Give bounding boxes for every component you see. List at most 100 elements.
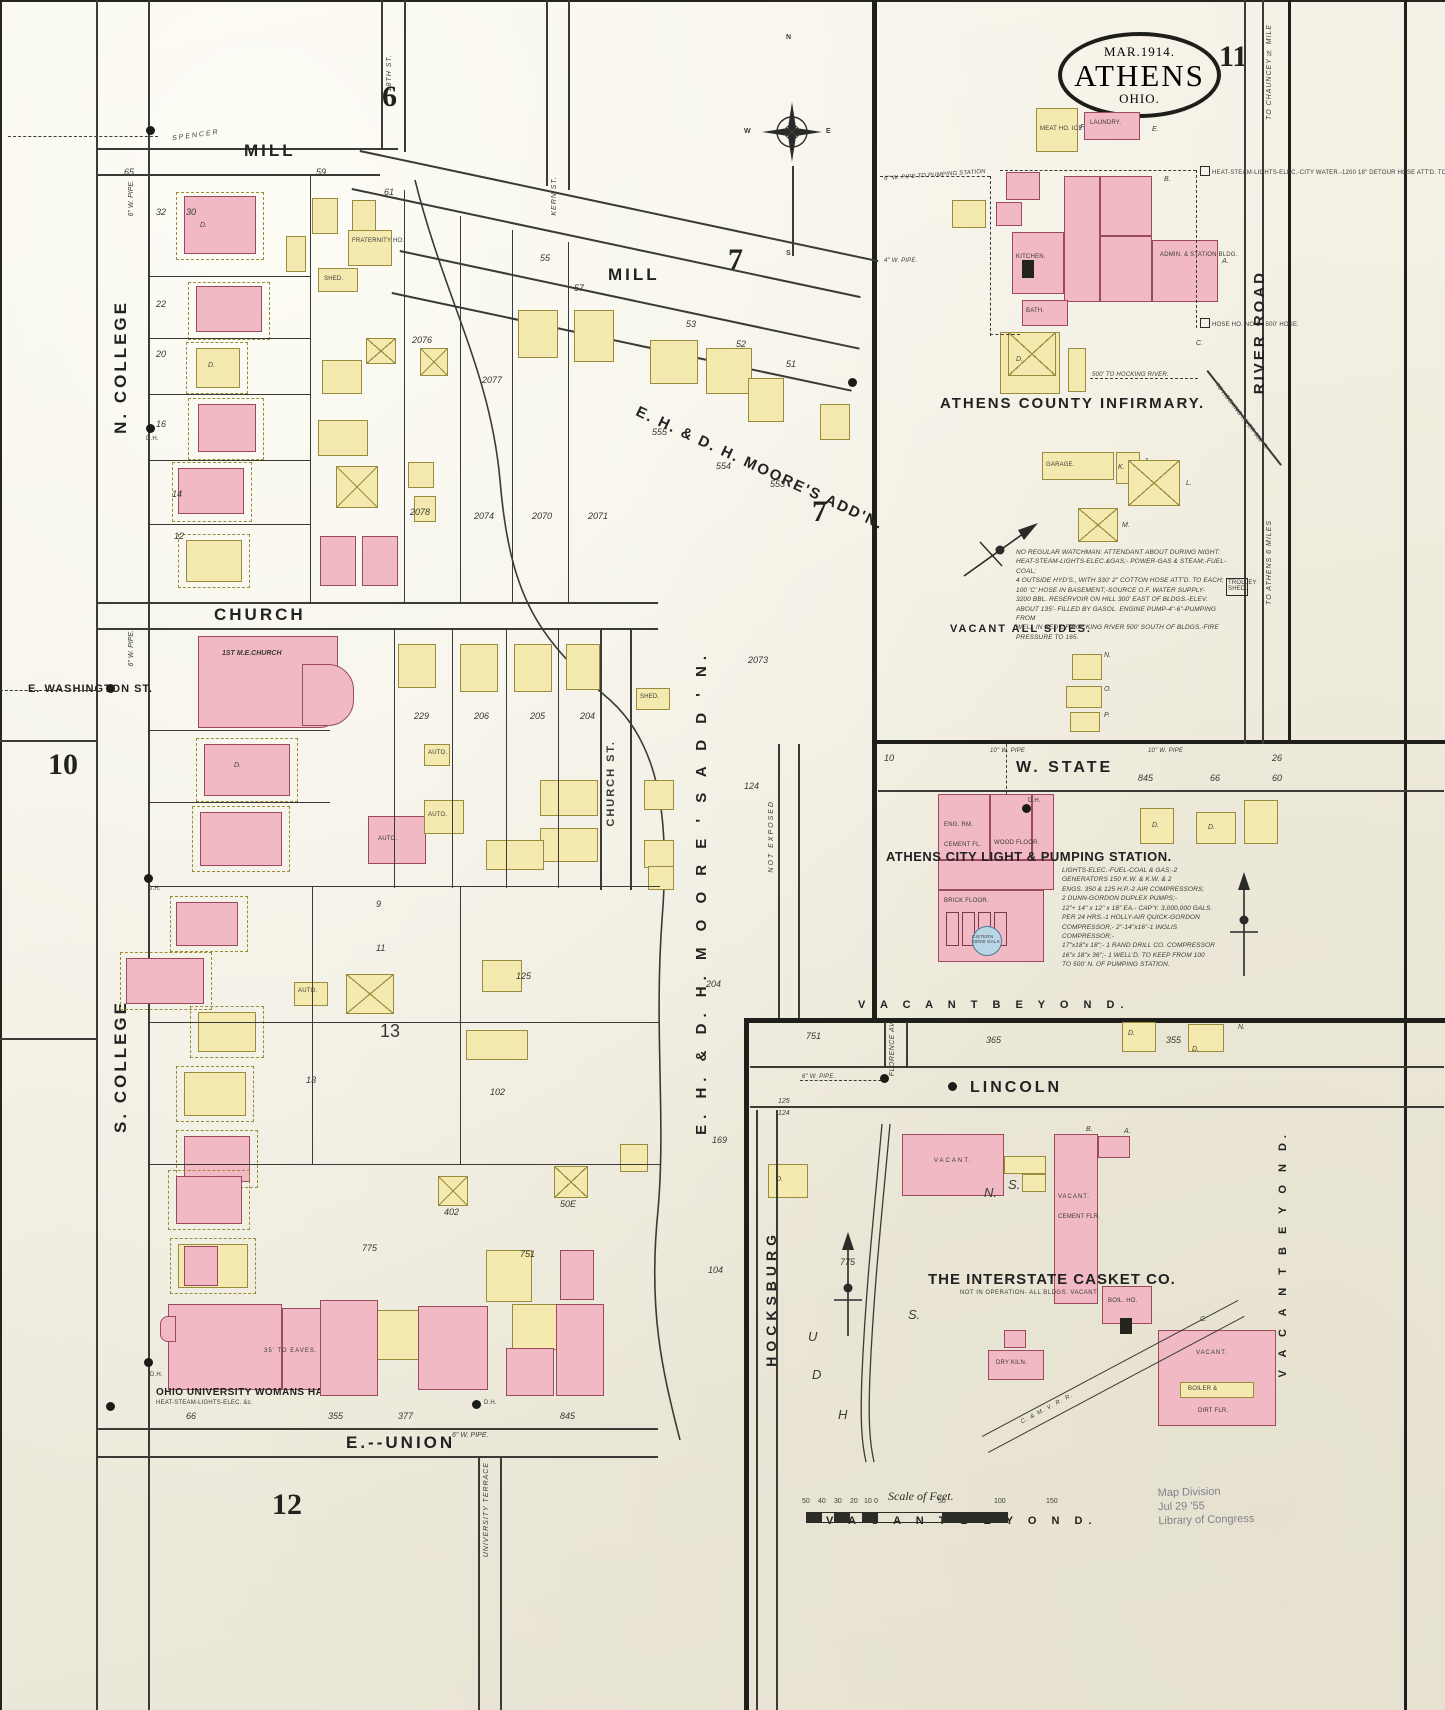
building-pink xyxy=(320,1300,378,1396)
sheet-number: 11 xyxy=(1219,40,1248,73)
building-kitchen xyxy=(1012,232,1064,294)
annotation-wpipe-college-n: 6" W. PIPE. xyxy=(128,180,135,217)
water-pipe-dash xyxy=(1090,378,1198,379)
label-admin-bldg: ADMIN. & STATION BLDG. xyxy=(1160,252,1238,258)
building-yellow xyxy=(952,200,986,228)
building-pink xyxy=(178,468,244,514)
hydrant-marker xyxy=(146,424,155,433)
building-church-apse xyxy=(302,664,354,726)
infirmary-north-arrow xyxy=(963,523,1038,577)
building-crossed xyxy=(420,348,448,376)
sheet10-divider xyxy=(0,740,98,742)
lot-number: 2070 xyxy=(532,511,553,521)
lot-number: 59 xyxy=(316,167,327,177)
scale-segment xyxy=(834,1512,850,1523)
annotation-6in-wpipe-pumping: 6" W. PIPE TO PUMPING STATION xyxy=(884,168,986,182)
label-power-house: BOIL. HO. xyxy=(1108,1298,1138,1304)
building-crossed xyxy=(346,974,394,1014)
label-athens-city-light-pumping-station: ATHENS CITY LIGHT & PUMPING STATION. xyxy=(886,849,1172,864)
water-pipe-dash xyxy=(800,1080,886,1081)
lot-line xyxy=(568,242,569,602)
building-outline xyxy=(168,1170,250,1230)
building-outline xyxy=(192,806,290,872)
label-interstate-casket-co: THE INTERSTATE CASKET CO. xyxy=(928,1271,1176,1288)
lot-line xyxy=(150,394,310,395)
building-pink xyxy=(196,286,262,332)
building-key-a2: A. xyxy=(1124,1128,1131,1135)
lot-number: 10 xyxy=(884,753,895,763)
sheet-border-top xyxy=(0,0,1445,2)
building-casket-yard-vacant xyxy=(1158,1330,1276,1426)
infirmary-note-line: 100 'C' HOSE IN BASEMENT;-SOURCE O.F. WA… xyxy=(1016,586,1206,594)
building-pink xyxy=(362,536,398,586)
panel-divider-vertical-lower xyxy=(744,1020,749,1710)
building-key-k: K. xyxy=(1118,464,1125,471)
hocksburg-lower-east xyxy=(776,1110,778,1710)
building-yellow xyxy=(1140,808,1174,844)
lot-line xyxy=(312,886,313,1164)
building-yellow xyxy=(486,1250,532,1302)
label-vacant: VACANT. xyxy=(934,1158,973,1164)
building-yellow xyxy=(644,840,674,868)
label-dh: D.H. xyxy=(146,436,159,442)
building-crossed-l xyxy=(1128,460,1180,506)
hydrant-marker xyxy=(1022,804,1031,813)
infirmary-note-line: WELL IN BED OF HOCKING RIVER 500' SOUTH … xyxy=(1016,624,1219,632)
scale-tick: 150 xyxy=(1046,1498,1058,1505)
lot-number: 102 xyxy=(490,1087,506,1097)
lot-number: 57 xyxy=(574,283,585,293)
building-yellow xyxy=(650,340,698,384)
label-dirt-flr: DIRT FLR. xyxy=(1198,1408,1229,1414)
building-infirmary-wing-west xyxy=(1064,176,1100,302)
lot-number: 9 xyxy=(376,899,382,909)
hocksburg-west-edge xyxy=(778,744,780,1018)
lot-number-365: 845 xyxy=(1138,773,1154,783)
building-key-o: O. xyxy=(1104,686,1112,693)
pumping-note-line: GENERATORS 150 K.W. & K.W. & 2 xyxy=(1062,876,1172,884)
building-label-fraternity: FRATERNITY HO. xyxy=(352,238,405,244)
lot-number-355: 66 xyxy=(1210,773,1221,783)
scale-tick: 40 xyxy=(818,1498,826,1505)
building-yellow xyxy=(1122,1022,1156,1052)
label-dry-kiln: DRY KILN. xyxy=(996,1360,1027,1366)
water-pipe-dash xyxy=(1000,170,1196,171)
river-road-east-edge xyxy=(1262,0,1264,744)
building-yellow xyxy=(482,960,522,992)
annotation-4in-wpipe: 500' TO HOCKING RIVER. xyxy=(1092,372,1169,378)
rail-spur-curve xyxy=(860,1124,891,1463)
scale-segment xyxy=(806,1512,822,1523)
lot-number: 206 xyxy=(474,711,490,721)
building-pink xyxy=(176,902,238,946)
lot-line xyxy=(150,524,310,525)
adjoining-sheet-6: 6 xyxy=(382,80,397,113)
pumping-note-line: 17"x18"x 18";- 1 RAND DRILL CO. COMPRESS… xyxy=(1062,942,1215,950)
building-yellow xyxy=(706,348,752,394)
building-crossed xyxy=(366,338,396,364)
infirmary-note-line: ABOUT 135'- FILLED BY GASOL. ENGINE PUMP… xyxy=(1016,605,1217,622)
building-womans-hall-west xyxy=(168,1304,282,1390)
label-eng-rm: ENG. RM. xyxy=(944,822,973,828)
label-auto: AUTO. xyxy=(378,836,398,842)
lot-number: 2076 xyxy=(412,335,433,345)
map-state: OHIO. xyxy=(1119,90,1160,106)
building-key-l: L. xyxy=(1186,480,1192,487)
scale-tick: 30 xyxy=(834,1498,842,1505)
panel-divider-vertical-main xyxy=(872,0,877,1020)
water-pipe-dash-v xyxy=(1196,170,1197,328)
street-label-e-washington: E. WASHINGTON ST. xyxy=(28,683,153,695)
street-college-east-edge xyxy=(148,0,150,1710)
lot-number-775: 365 xyxy=(986,1035,1002,1045)
hydrant-marker xyxy=(472,1400,481,1409)
lot-number: 52 xyxy=(736,339,747,349)
label-bath: BATH. xyxy=(1026,308,1045,314)
building-label-d: D. xyxy=(1152,822,1159,829)
annotation-hose-house-2: HOSE HO. NO 1 - 500' HOSE. xyxy=(1212,322,1300,328)
annotation-union-wpipe: 6" W. PIPE. xyxy=(452,1432,489,1439)
building-yellow xyxy=(322,360,362,394)
label-hud-u: U xyxy=(808,1329,818,1344)
label-ohio-university-womans-hall: OHIO UNIVERSITY WOMANS HALL. xyxy=(156,1387,340,1398)
building-key-n2: N. xyxy=(1238,1024,1245,1031)
street-spencer-dashed xyxy=(8,136,158,137)
label-dh: D.H. xyxy=(484,1400,497,1406)
building-key-n3: N. xyxy=(984,1185,997,1200)
